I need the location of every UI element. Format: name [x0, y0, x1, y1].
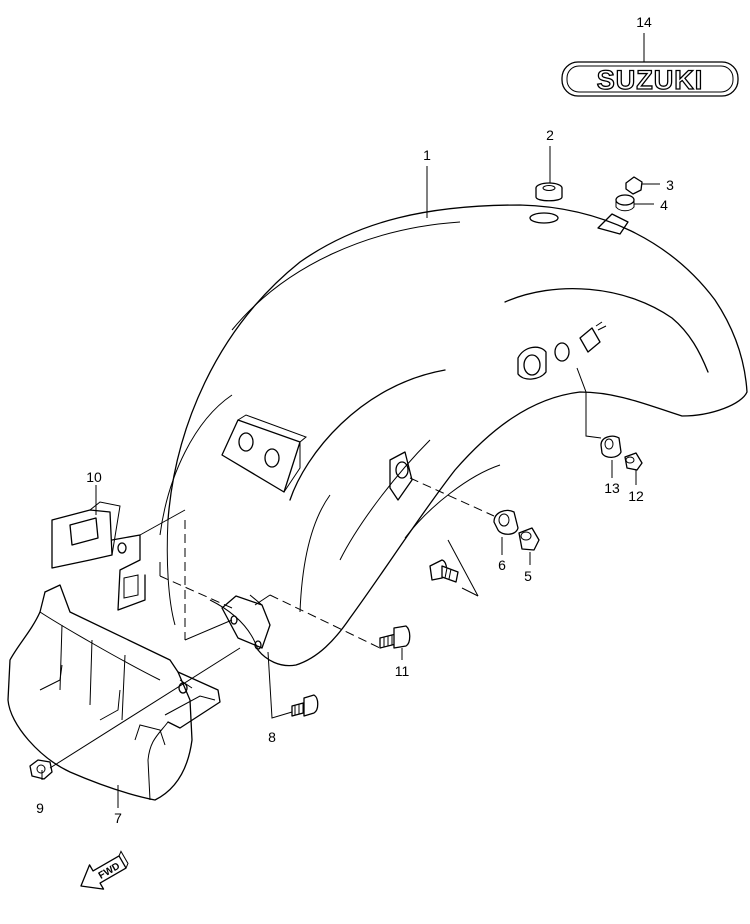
callout-8: 8 [268, 729, 276, 745]
forward-direction-arrow: FWD [80, 850, 129, 890]
bolt [291, 694, 319, 717]
callout-5: 5 [524, 568, 532, 584]
callout-labels: 1 2 3 4 5 6 7 8 9 10 11 12 13 14 [36, 14, 674, 826]
callout-9: 9 [36, 800, 44, 816]
callout-2: 2 [546, 127, 554, 143]
leader-lines [41, 33, 660, 808]
collar [518, 527, 540, 551]
emblem-text: SUZUKI [597, 65, 704, 95]
callout-14: 14 [636, 14, 652, 30]
callout-10: 10 [86, 469, 102, 485]
cushion [493, 509, 519, 535]
mud-guard [7, 584, 221, 801]
small-grommet [615, 194, 635, 212]
fwd-label: FWD [97, 861, 122, 882]
assembly-lines [49, 477, 495, 769]
suzuki-emblem: SUZUKI [561, 61, 739, 97]
grommet [535, 182, 563, 202]
bolt [429, 559, 459, 583]
callout-6: 6 [498, 557, 506, 573]
callout-11: 11 [395, 663, 410, 679]
callout-3: 3 [666, 177, 674, 193]
bolt [379, 625, 411, 649]
nut [29, 759, 53, 780]
license-bracket [51, 501, 146, 611]
callout-7: 7 [114, 810, 122, 826]
callout-12: 12 [628, 488, 644, 504]
rear-fender [159, 204, 748, 667]
callout-13: 13 [604, 480, 620, 496]
callout-1: 1 [423, 147, 431, 163]
callout-4: 4 [660, 197, 668, 213]
rear-cushion [600, 435, 622, 459]
cap [625, 176, 643, 195]
rear-collar [624, 452, 643, 471]
